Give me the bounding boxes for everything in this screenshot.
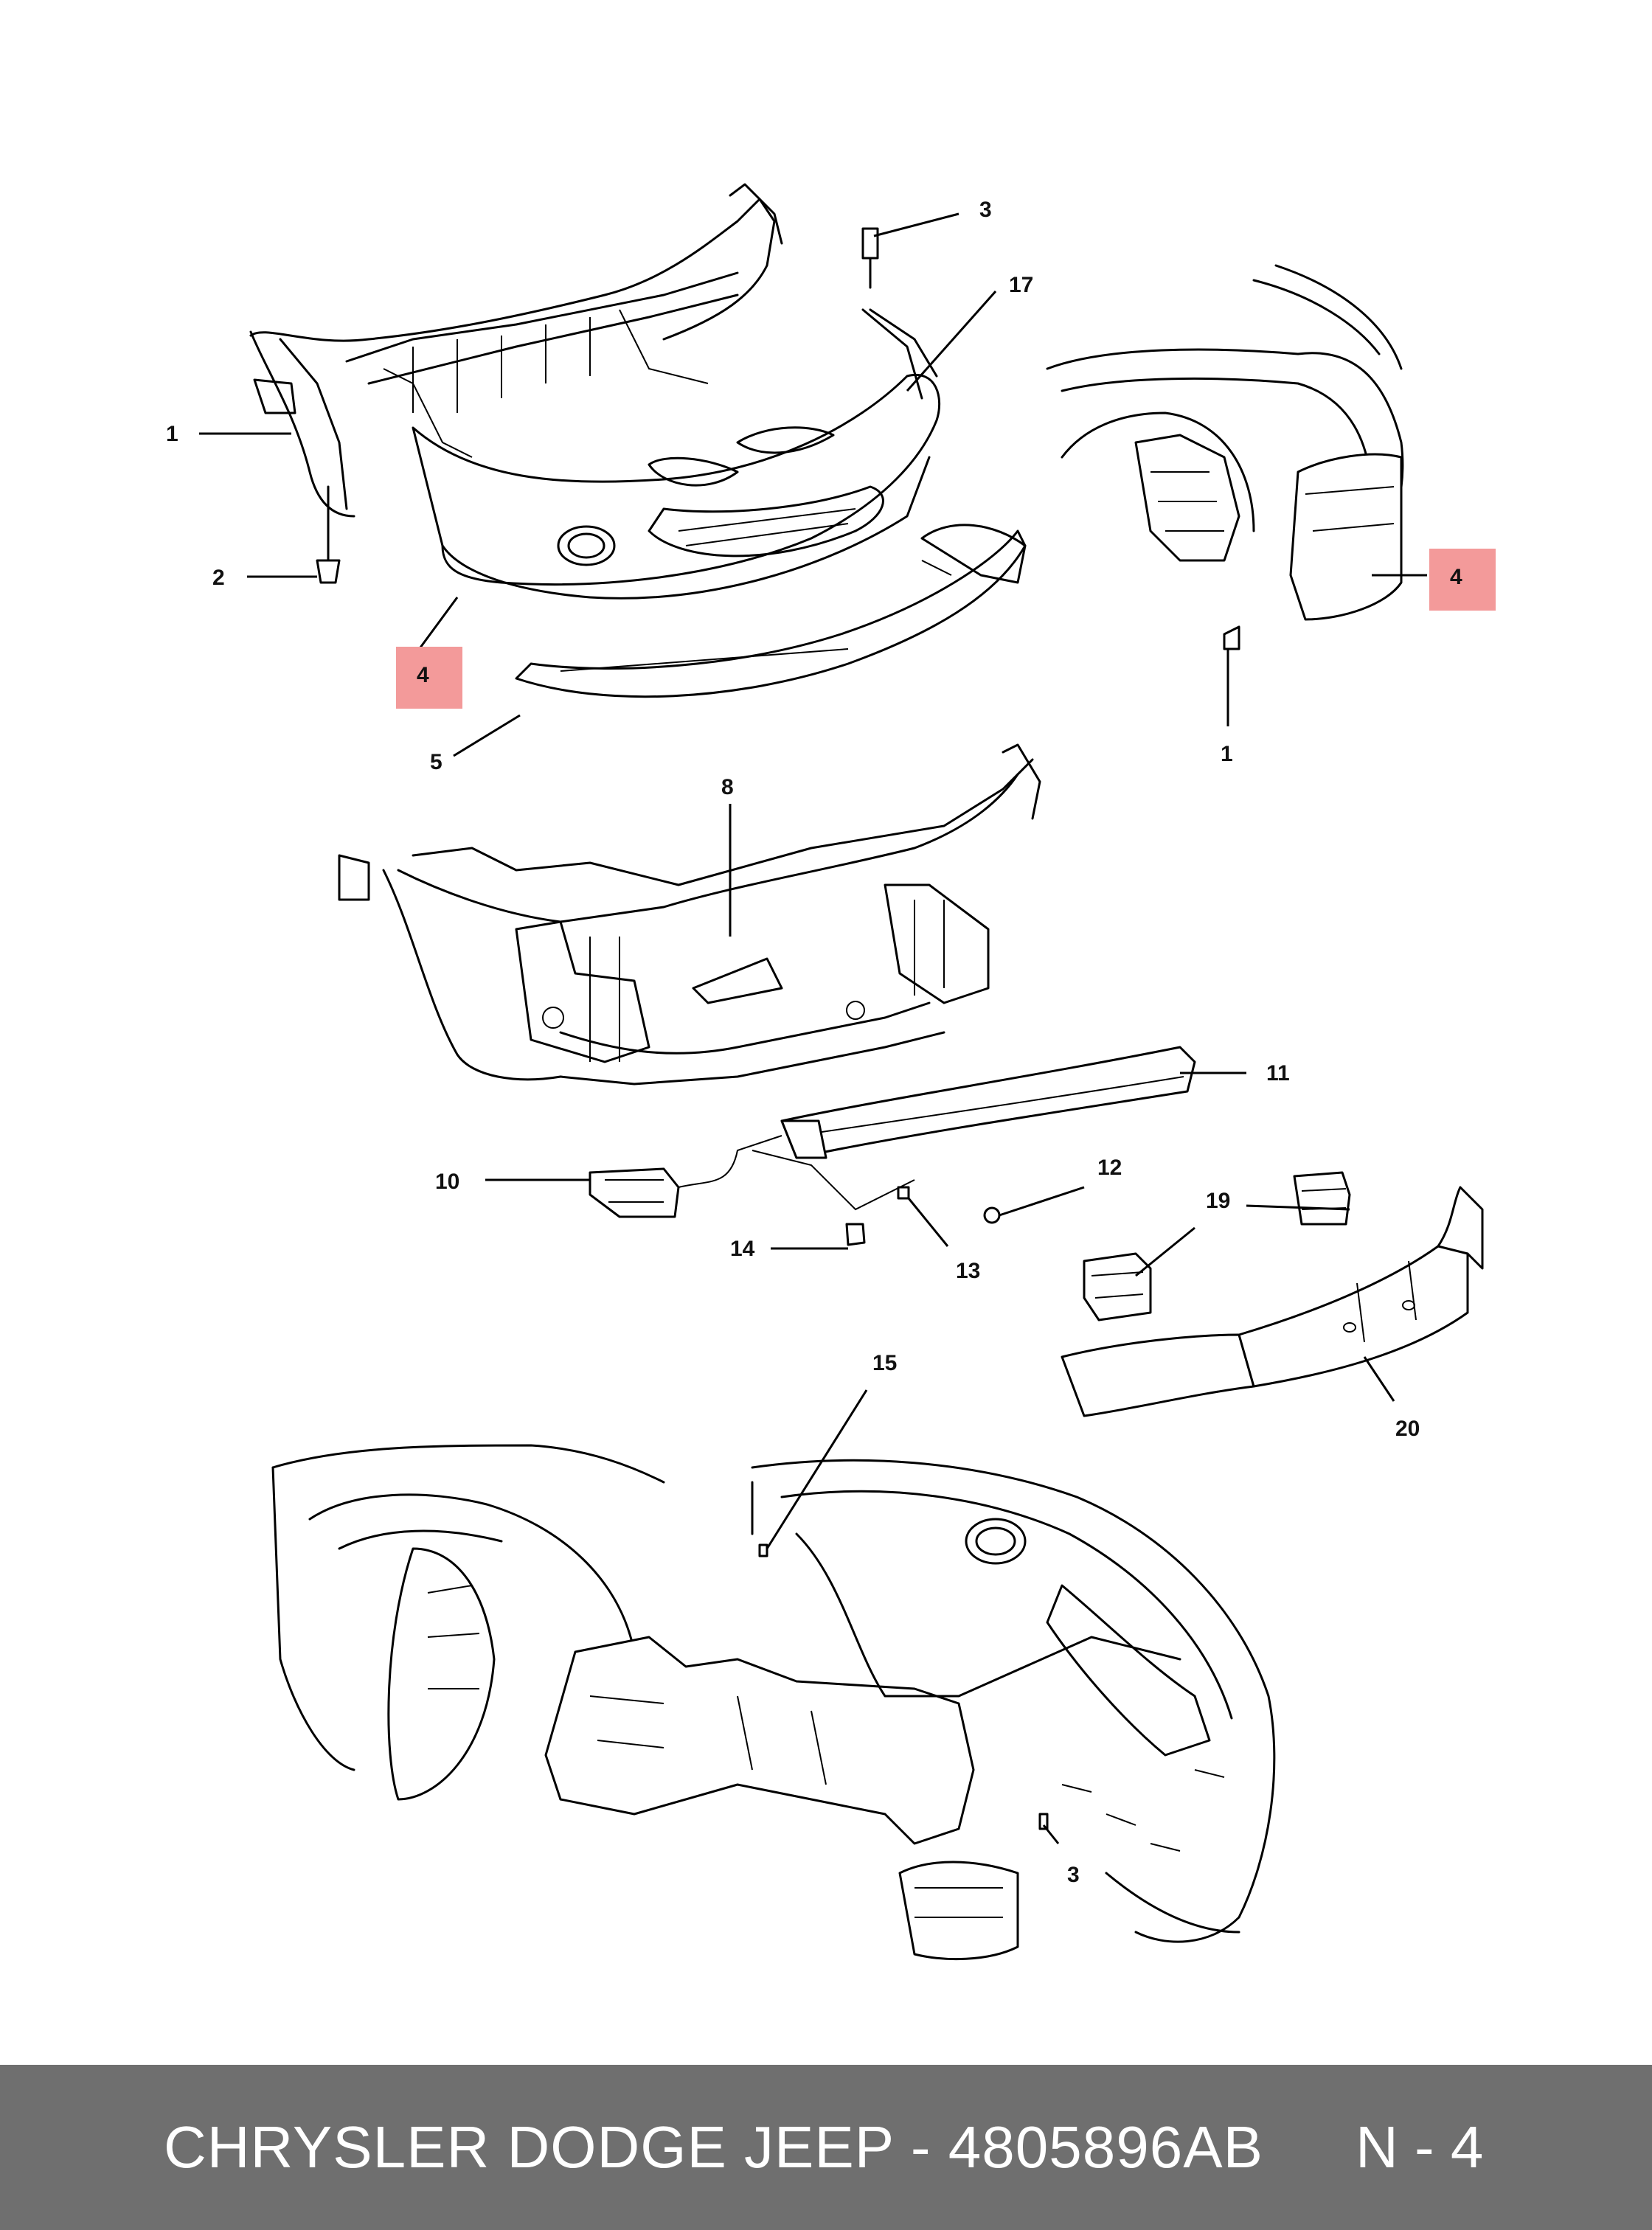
callout-8: 8 xyxy=(721,775,734,799)
callout-12: 12 xyxy=(1097,1156,1122,1180)
front-fascia-assembly-drawing xyxy=(249,183,1027,698)
footer-page-code: N - 4 xyxy=(1356,2114,1484,2180)
bumper-absorber-drawing xyxy=(1061,1171,1484,1417)
callout-10: 10 xyxy=(435,1170,459,1194)
parts-diagram: 1 2 3 17 4 4 5 1 8 11 10 12 14 13 19 20 … xyxy=(166,183,1496,1961)
callout-1-top-left: 1 xyxy=(166,422,178,446)
fascia-side-view-drawing xyxy=(1046,264,1404,650)
callout-19: 19 xyxy=(1206,1189,1230,1213)
footer-title: CHRYSLER DODGE JEEP - 4805896AB xyxy=(164,2114,1263,2180)
callout-1-right: 1 xyxy=(1221,742,1233,766)
callout-13: 13 xyxy=(956,1259,980,1283)
callout-3-top: 3 xyxy=(979,198,992,222)
leader-lines xyxy=(199,212,1427,1844)
callout-5: 5 xyxy=(430,750,442,774)
callout-20: 20 xyxy=(1395,1417,1420,1441)
callout-11: 11 xyxy=(1266,1061,1290,1086)
radiator-support-drawing xyxy=(338,743,1196,1246)
callout-15: 15 xyxy=(872,1351,897,1375)
callout-4-right: 4 xyxy=(1450,565,1462,589)
callout-17: 17 xyxy=(1009,273,1033,297)
highlight-box-right xyxy=(1429,549,1496,611)
splash-shield-drawing xyxy=(271,1444,1276,1961)
footer-bar: CHRYSLER DODGE JEEP - 4805896AB N - 4 xyxy=(0,2065,1652,2230)
callout-3-bottom: 3 xyxy=(1067,1863,1080,1887)
highlight-box-left xyxy=(396,647,462,709)
callout-labels: 1 2 3 17 4 4 5 1 8 11 10 12 14 13 19 20 … xyxy=(166,198,1462,1887)
callout-14: 14 xyxy=(730,1237,755,1261)
callout-4-left: 4 xyxy=(417,663,429,687)
callout-2: 2 xyxy=(212,566,225,590)
